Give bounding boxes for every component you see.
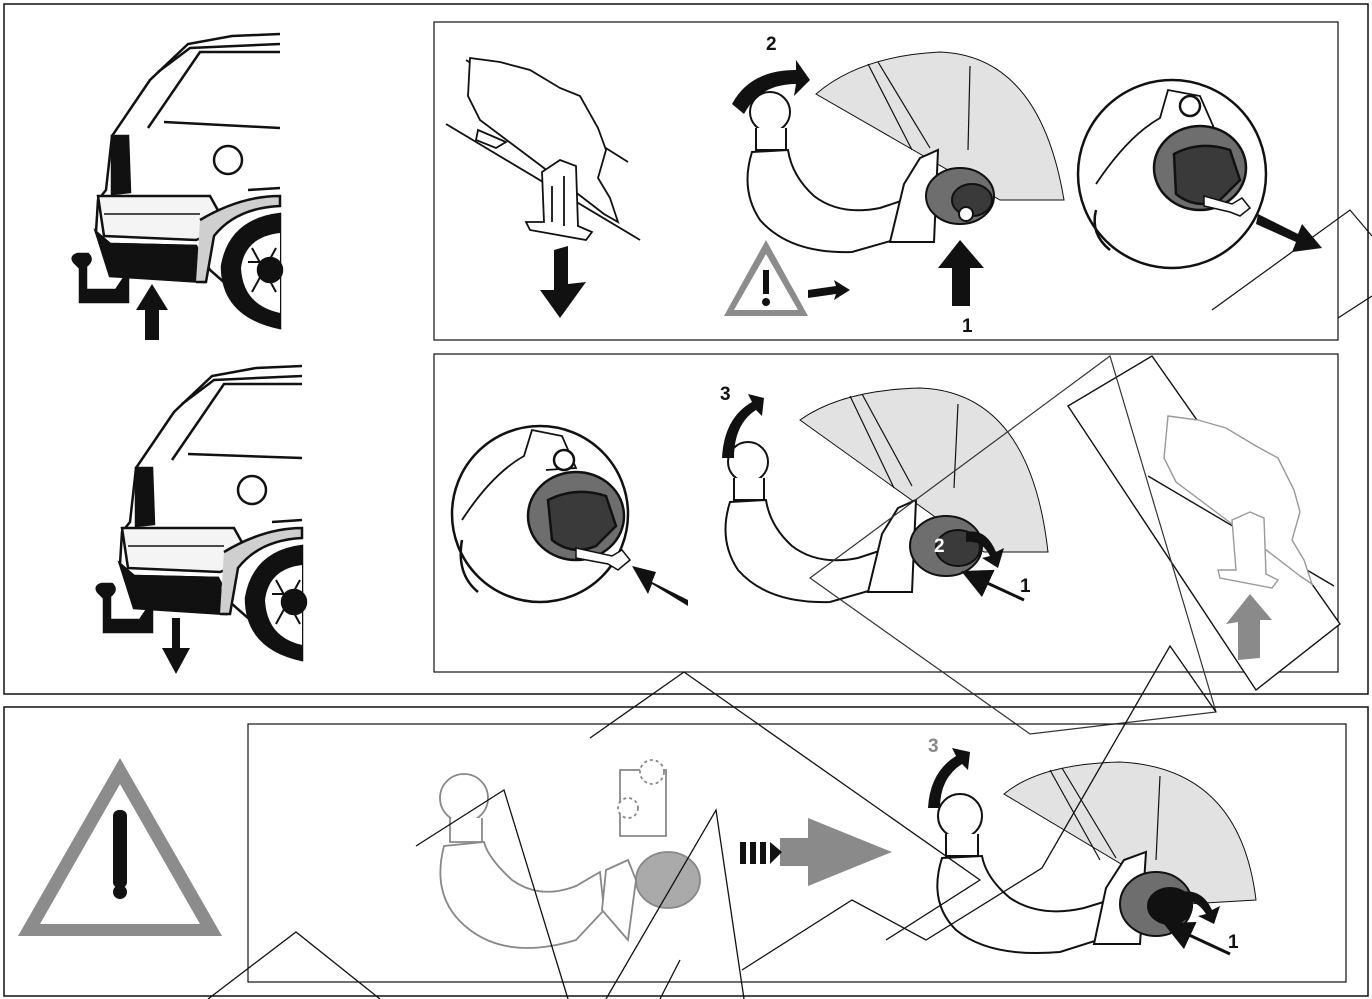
step-label-1: 1	[1228, 932, 1239, 953]
arrow-up-icon	[136, 284, 168, 340]
arrow-up-icon	[938, 240, 984, 306]
big-arrow-icon	[780, 818, 892, 886]
warning-triangle-icon	[724, 240, 808, 316]
locking-knob	[1120, 872, 1192, 936]
step-label-1: 1	[962, 316, 973, 337]
locking-knob	[910, 516, 982, 576]
step-label-3: 3	[928, 736, 939, 757]
car-rear-view-retract	[97, 366, 306, 660]
key-removal-detail	[1078, 80, 1266, 268]
step-label-2: 2	[934, 536, 945, 557]
arrow-in-icon	[632, 566, 688, 606]
striped-arrow-icon	[808, 280, 850, 300]
arrow-down-icon	[162, 618, 190, 674]
striped-arrow-icon	[740, 842, 782, 864]
lever-reengage-panel	[1068, 356, 1340, 690]
step-label-3: 3	[720, 384, 731, 405]
warning-triangle-icon	[18, 758, 222, 936]
arrow-down-icon	[540, 246, 586, 318]
car-rear-view-extend	[73, 34, 282, 328]
key-insert-detail	[452, 426, 630, 602]
step-label-2: 2	[766, 34, 777, 55]
release-lever-illustration	[446, 58, 640, 240]
tow-ball-faded	[440, 760, 700, 948]
arrow-out-icon	[1256, 214, 1322, 252]
locking-knob	[926, 168, 994, 224]
step-label-1: 1	[1020, 576, 1031, 597]
